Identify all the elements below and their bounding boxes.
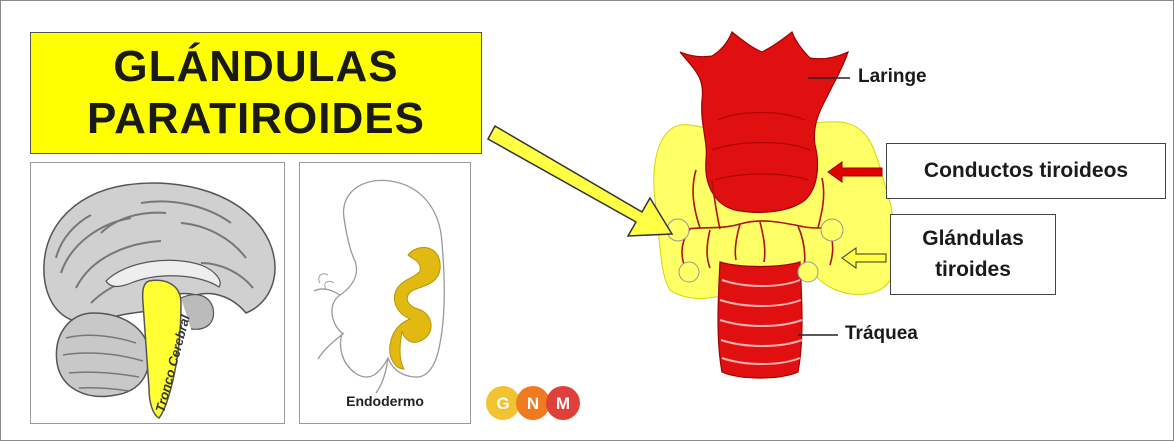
label-conductos-tiroideos: Conductos tiroideos	[886, 143, 1166, 199]
logo-letter-m: M	[556, 394, 570, 413]
label-traquea: Tráquea	[845, 323, 918, 345]
label-laringe: Laringe	[858, 66, 927, 88]
label-conductos-text: Conductos tiroideos	[924, 159, 1128, 182]
pointer-arrow-yellow	[488, 126, 672, 236]
parathyroid-gland	[821, 219, 843, 241]
logo-letter-n: N	[527, 394, 539, 413]
trachea	[718, 262, 802, 378]
gnm-logo: G N M	[485, 383, 595, 423]
parathyroid-gland	[798, 262, 818, 282]
label-glandulas-tiroides: Glándulas tiroides	[890, 214, 1056, 295]
logo-letter-g: G	[496, 394, 509, 413]
parathyroid-gland	[679, 262, 699, 282]
label-glandulas-line2: tiroides	[891, 254, 1055, 285]
label-glandulas-line1: Glándulas	[891, 223, 1055, 254]
